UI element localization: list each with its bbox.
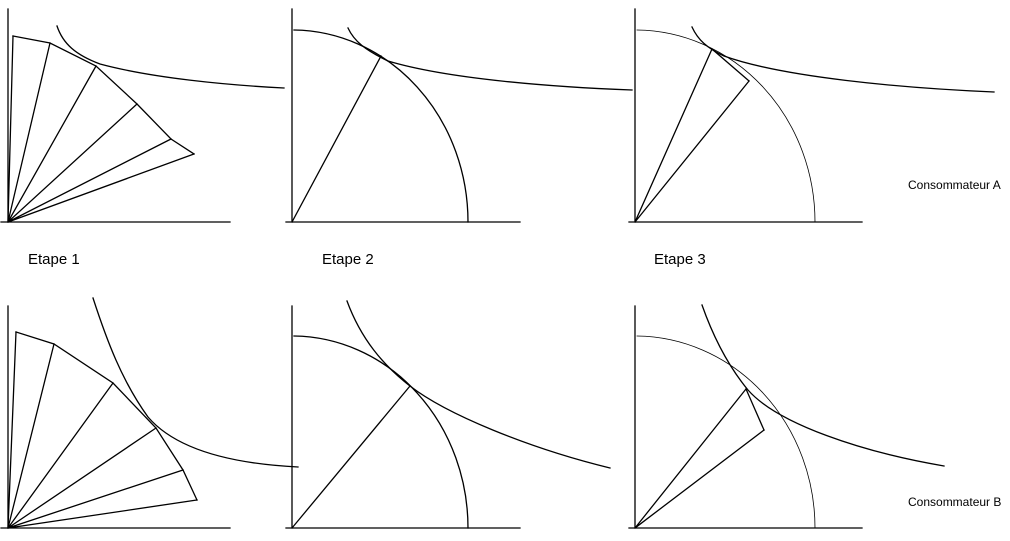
b2-frontier-arc [293,335,469,529]
panel-a3-stage3 [628,8,995,223]
b2-ray [291,385,411,529]
a2-ray [291,55,382,223]
a3-frontier-arc-thin [636,29,816,223]
b1-fan-rays [7,331,198,529]
a1-fan-outer-edge [12,35,195,155]
b3-frontier-arc-thin [636,335,816,529]
stage-1-label: Etape 1 [28,251,80,268]
stage-2-label: Etape 2 [322,251,374,268]
a2-indifference-curve [347,27,633,91]
a2-axes [285,8,521,223]
a1-fan-rays [7,35,195,223]
b3-axes [628,305,863,529]
b1-indifference-curve [92,297,299,468]
panel-b1-stage1 [0,297,299,529]
a3-rays [634,48,750,223]
b2-axes [285,305,521,529]
a3-axes [628,8,863,223]
panel-b3-stage3 [628,304,945,529]
b1-fan-outer-edge [15,331,198,501]
a1-axes [0,8,231,223]
b1-axes [0,305,231,529]
panel-a2-stage2 [285,8,633,223]
consumer-a-label: Consommateur A [908,178,1001,192]
panel-a1-stage1 [0,8,285,223]
b2-indifference-curve [346,300,611,469]
b3-rays [634,388,765,529]
consumer-b-label: Consommateur B [908,495,1002,509]
a3-chord [711,48,750,82]
b3-indifference-curve [701,304,945,467]
b3-chord [745,388,765,431]
panel-b2-stage2 [285,300,611,529]
a3-indifference-curve [691,26,995,93]
a1-indifference-curve [56,25,285,89]
stage-3-label: Etape 3 [654,251,706,268]
a2-frontier-arc [293,29,469,223]
